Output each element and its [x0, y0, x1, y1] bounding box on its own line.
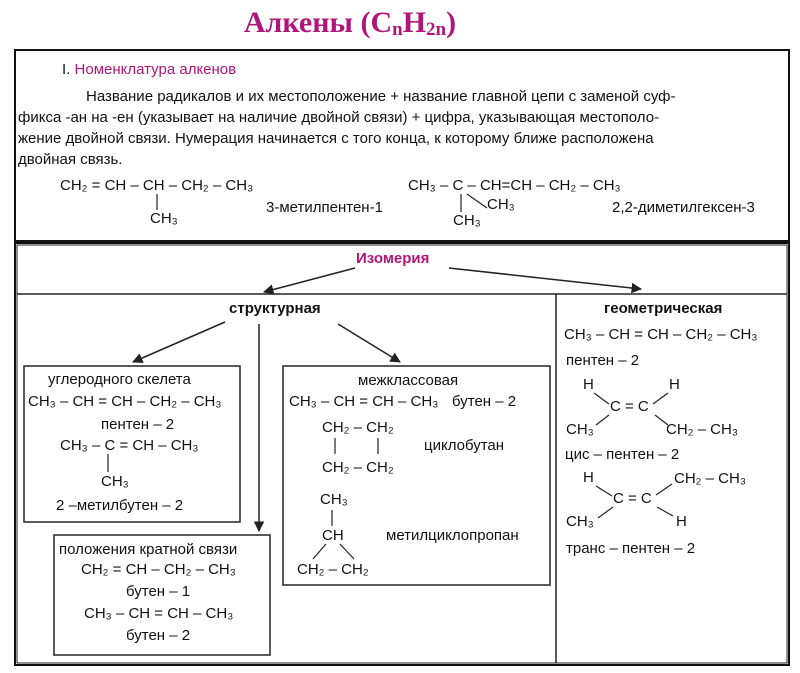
methylcyclopropane-bottom: CH₂ – CH₂ — [297, 561, 369, 578]
trans-name: транс – пентен – 2 — [566, 540, 696, 557]
cyclobutane-bottom: CH₂ – CH₂ — [322, 459, 394, 476]
example-1-formula: CH₂ = CH – CH – CH₂ – CH₃ — [60, 177, 254, 194]
structural-heading: структурная — [229, 300, 321, 317]
geometric-formula: CH₃ – CH = CH – CH₂ – CH₃ — [564, 326, 758, 343]
position-title: положения кратной связи — [59, 541, 238, 558]
position-formula-2: CH₃ – CH = CH – CH₃ — [84, 605, 234, 622]
example-1-branch: CH₃ — [150, 210, 178, 227]
trans-h-right: H — [676, 513, 687, 530]
cyclobutane-name: циклобутан — [424, 437, 505, 454]
position-name-1: бутен – 1 — [126, 583, 191, 600]
interclass-name-1: бутен – 2 — [452, 393, 517, 410]
example-2-branch-down: CH₃ — [453, 212, 481, 229]
isomerism-section — [14, 242, 790, 666]
methylcyclopropane-name: метилциклопропан — [386, 527, 519, 544]
example-2-name: 2,2-диметилгексен-3 — [612, 199, 755, 216]
example-1-name: 3-метилпентен-1 — [266, 199, 383, 216]
position-formula-1: CH₂ = CH – CH₂ – CH₃ — [81, 561, 236, 578]
rule-line-3: жение двойной связи. Нумерация начинаетс… — [18, 130, 654, 147]
rule-line-2: фикса -ан на -ен (указывает на наличие д… — [18, 109, 660, 126]
cis-h-right: H — [669, 376, 680, 393]
skeleton-formula-1: CH₃ – CH = CH – CH₂ – CH₃ — [28, 393, 222, 410]
skeleton-name-1: пентен – 2 — [101, 416, 175, 433]
nomenclature-section — [14, 49, 790, 242]
nomenclature-heading: I. Номенклатура алкенов — [62, 61, 237, 78]
geometric-name: пентен – 2 — [566, 352, 640, 369]
cis-h-left: H — [583, 376, 594, 393]
example-2-formula: CH₃ – C – CH=CH – CH₂ – CH₃ — [408, 177, 621, 194]
cis-double-bond: C = C — [610, 398, 649, 415]
page-title: Алкены (CnH2n) — [243, 6, 457, 40]
rule-line-1: Название радикалов и их местоположение +… — [86, 88, 676, 105]
methylcyclopropane-ch: CH — [322, 527, 344, 544]
geometric-heading: геометрическая — [604, 300, 723, 317]
interclass-formula-1: CH₃ – CH = CH – CH₃ — [289, 393, 439, 410]
cis-left-group: CH₃ — [566, 421, 594, 438]
interclass-title: межклассовая — [358, 372, 459, 389]
trans-h-left: H — [583, 469, 594, 486]
isomerism-heading: Изомерия — [356, 250, 430, 267]
cyclobutane-top: CH₂ – CH₂ — [322, 419, 394, 436]
cis-name: цис – пентен – 2 — [565, 446, 680, 463]
trans-top-right: CH₂ – CH₃ — [674, 470, 746, 487]
skeleton-formula-2: CH₃ – C = CH – CH₃ — [60, 437, 199, 454]
cis-right-group: CH₂ – CH₃ — [666, 421, 738, 438]
trans-left-group: CH₃ — [566, 513, 594, 530]
skeleton-title: углеродного скелета — [48, 371, 191, 388]
position-name-2: бутен – 2 — [126, 627, 191, 644]
skeleton-name-2: 2 –метилбутен – 2 — [56, 497, 184, 514]
skeleton-branch: CH₃ — [101, 473, 129, 490]
trans-double-bond: C = C — [613, 490, 652, 507]
example-2-branch-right: CH₃ — [487, 196, 515, 213]
rule-line-4: двойная связь. — [18, 151, 123, 168]
methylcyclopropane-ch3: CH₃ — [320, 491, 348, 508]
